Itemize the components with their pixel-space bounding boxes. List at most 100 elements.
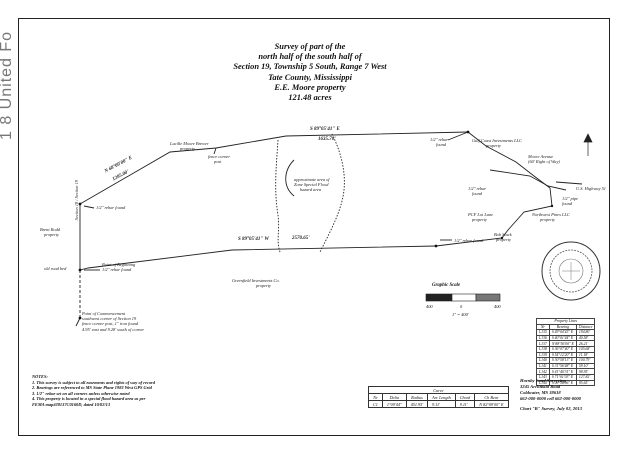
title-line: Tate County, Mississippi [268,72,352,82]
note-item: 2. Bearings are referenced to MS State P… [32,385,152,391]
surveyor-block: Hornby Land Surveying 3245 Archibald Roa… [520,378,582,412]
moore-avenue-label: Moore Avenue(60' Right of Way) [528,154,560,165]
surveyor-line: Coldwater, MS 38618 [520,390,561,395]
table-cell: 105.68' [575,346,596,353]
leader-line [447,131,469,141]
boundary-east-line [435,131,553,247]
table-header: Radius [405,393,429,401]
note-item: 4. This property is located in a special… [32,396,146,402]
table-cell: N 88°56'00" E [548,340,577,347]
rebar-left-label: 1/2" rebar found [96,205,126,210]
table-cell: S 41°40'31" E [548,368,577,375]
table-cell: 194.80' [575,329,596,336]
table-cell: 1°09'44" [381,400,407,408]
table-cell: S 31°56'48" E [548,362,577,370]
table-header: Delta [381,393,407,401]
table-header: Ch Bear [474,393,509,401]
table-row: C1 1°09'44" 451.95' 9.11' 9.11' N 82°09'… [368,400,509,408]
table-cell: 98.95' [575,368,596,375]
distance-bottom-label: 2570.65' [292,236,310,241]
table-cell: 127.82' [575,373,596,381]
title-line: E.E. Moore property [274,82,346,92]
survey-notes: NOTES: 1. This survey is subject to all … [32,374,222,408]
scale-left-label: 400 [426,304,433,309]
table-cell: 451.95' [405,400,429,408]
old-road-label: old road bed [44,266,67,271]
corner-mark [78,202,82,206]
table-header: Chord [454,393,476,401]
table-cell: S 36°07'40" E [548,346,577,353]
leader-line [213,147,217,155]
surveyor-line: 662-000-0000 cell 662-000-0000 [520,396,581,401]
surveyor-seal-icon [541,241,601,301]
table-cell: 9.11' [454,400,476,408]
curve-table-heading: Curve [368,386,509,394]
table-header: Arc Length [427,393,456,401]
table-header: Bearing [548,323,577,331]
north-arrow-icon [583,133,593,156]
table-cell: 26.21' [575,340,596,347]
table-header: Nr [368,393,383,401]
graphic-scale-bar [425,293,501,302]
table-cell: 95.65' [575,379,596,387]
graphic-scale-title: Graphic Scale [432,283,461,288]
table-header: Distance [575,323,596,331]
boundary-north-line [79,131,469,205]
boundary-south-line [79,245,437,271]
table-cell: 100.79' [575,357,596,364]
bearing-bottom-label: S 89°05'41" W [238,237,269,242]
section-lines-label: Section 18 / Section 19 [74,180,79,221]
bottom-owner-label: Greenfield Investments Co.property [232,278,280,289]
title-line: 121.48 acres [288,93,332,103]
title-line: Section 19, Township 5 South, Range 7 We… [233,62,387,72]
table-cell: S 30°58'13" E [548,357,577,364]
scale-ratio-label: 1" = 400' [452,312,469,317]
road-line [489,169,567,191]
highway-label: U.S. Highway 51 [576,186,607,191]
scale-center-label: 0 [460,304,463,309]
table-cell: 59.10' [575,362,596,370]
corner-mark [78,268,82,272]
rebar-low-label: 1/2" rebar found [454,238,484,243]
table-cell: S 49°04'43" E [548,329,577,336]
highway-line [555,181,583,185]
creek-line-east [319,133,345,253]
corner-mark [434,244,438,248]
table-cell: 9.11' [427,400,456,408]
table-cell: C1 [368,400,383,408]
table-cell: 11.18' [575,351,596,359]
corner-mark [550,204,554,208]
line-table-heading: Property Lines [535,318,596,325]
surveyor-line: 3245 Archibald Road [520,384,561,389]
surveyor-line: Chart "B" Survey, July 02, 2013 [520,406,582,411]
curve-table: Curve Nr Delta Radius Arc Length Chord C… [368,386,509,408]
survey-title: Survey of part of the north half of the … [200,42,420,103]
table-cell: S 71°01'03" E [548,373,577,381]
commencement-leader [75,317,81,327]
corner-mark [466,130,470,134]
scale-right-label: 400 [494,304,501,309]
table-cell: N 82°09'00" E [474,400,509,408]
table-cell: S 00°56'56" E [548,379,577,387]
flood-curve [285,159,295,197]
